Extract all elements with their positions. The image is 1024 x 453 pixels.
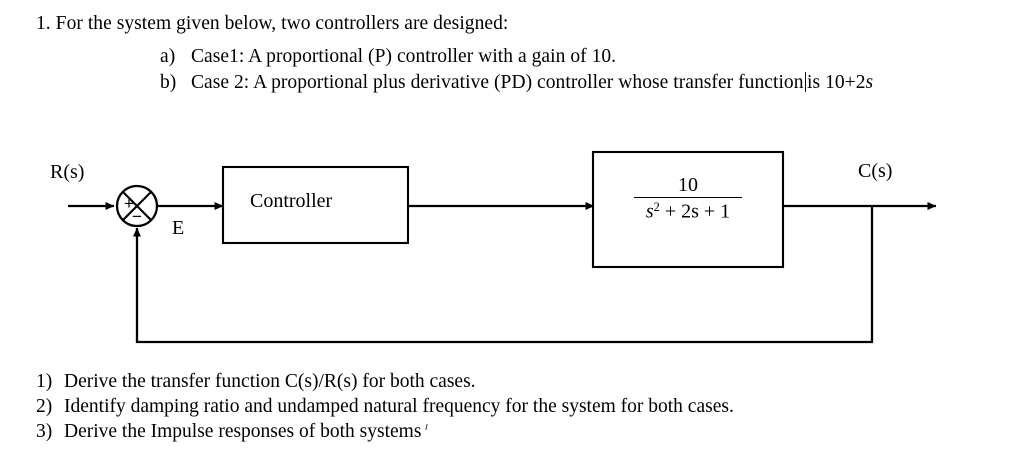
input-signal-label: R(s) [50,161,85,183]
question-stem-text: For the system given below, two controll… [55,13,509,34]
text-cursor-caret [804,72,806,92]
plant-numerator: 10 [678,174,698,196]
sub-item-b: b) Case 2: A proportional plus derivativ… [160,72,873,93]
summing-junction-minus-sign: − [132,207,142,226]
plant-denominator-rest: + 2s + 1 [659,200,731,223]
task-1-text: Derive the transfer function C(s)/R(s) f… [64,371,476,392]
error-signal-label: E [172,217,185,239]
question-number: 1. [36,13,51,34]
sub-item-b-italic-s: s [865,72,874,93]
sub-item-a-marker: a) [160,46,176,67]
task-1-marker: 1) [36,371,53,392]
plant-transfer-function: 10 s2 + 2s + 1 [593,175,783,222]
sub-item-b-marker: b) [160,72,177,93]
stray-tick-mark [425,423,429,431]
sub-item-b-text-before-caret: Case 2: A proportional plus derivative (… [190,72,804,93]
block-diagram: + − R(s) E Controller 10 s2 + 2s + 1 C(s… [0,130,1024,365]
question-stem-line: 1. For the system given below, two contr… [36,14,508,34]
plant-block-rect [591,150,785,269]
output-signal-label: C(s) [858,160,893,182]
sub-item-a: a) Case1: A proportional (P) controller … [160,47,616,67]
sub-item-a-text: Case1: A proportional (P) controller wit… [190,46,617,67]
block-diagram-svg [68,150,937,344]
task-3-marker: 3) [36,421,53,442]
task-2-text: Identify damping ratio and undamped natu… [64,396,734,417]
plant-denominator-base: s [645,200,654,223]
task-item-1: 1) Derive the transfer function C(s)/R(s)… [36,372,476,392]
summing-junction-plus-sign: + [124,194,134,213]
sub-item-b-text-after-caret: is 10+2 [807,72,866,93]
task-3-text: Derive the Impulse responses of both sys… [64,421,422,442]
task-2-marker: 2) [36,396,53,417]
task-item-2: 2) Identify damping ratio and undamped na… [36,397,734,417]
summing-junction-cross-b [122,191,152,221]
plant-denominator-exponent: 2 [653,200,660,215]
task-item-3: 3) Derive the Impulse responses of both s… [36,421,429,442]
fraction-bar [634,197,742,199]
plant-denominator: s2 + 2s + 1 [593,198,783,223]
controller-block-label: Controller [250,190,333,212]
